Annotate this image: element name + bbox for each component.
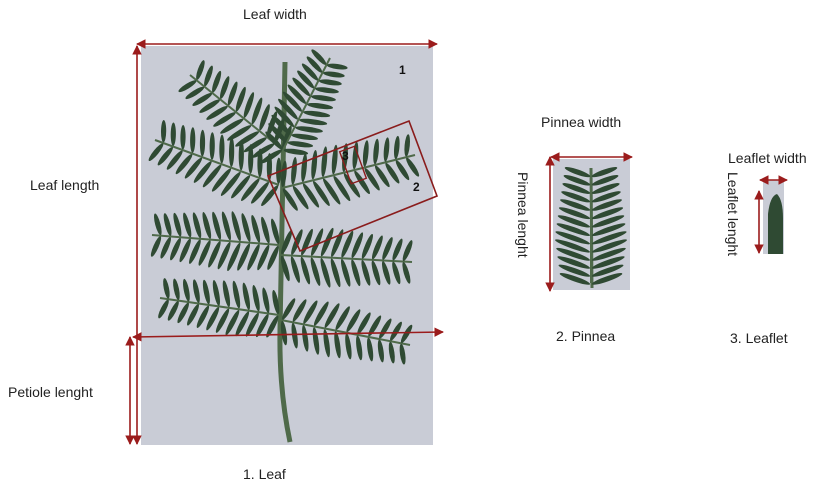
leaflet [401,239,414,262]
pinna-stem [281,255,412,262]
marker-2: 2 [413,180,420,194]
leaflet [344,333,353,360]
leaflet [319,78,342,86]
leaflet [200,130,206,157]
leaflet [380,260,392,285]
leaflet [355,335,364,360]
leaflet [220,211,233,241]
leaflet [290,323,299,349]
leaflet [399,324,414,345]
leaflet [202,65,214,87]
leaflet [269,218,281,245]
leaflet [210,211,222,240]
leaflet [388,320,403,341]
pinnea-leaflets [554,165,628,286]
leaflet [191,212,203,239]
leaflet [383,137,390,162]
leaflet [219,170,242,197]
leaflet [229,174,252,200]
leaflet [380,236,394,261]
leaflet [404,134,411,157]
leaflet [201,211,213,239]
leaflet [286,83,308,106]
leaflet [323,70,345,78]
leaflet [372,139,380,165]
leaflet [327,63,348,71]
leaflet [209,132,215,160]
leaflet [319,257,333,288]
leaflet [240,213,253,243]
leaflet [299,256,312,285]
leaflet [219,135,225,164]
leaflet [291,133,318,142]
leaflet [241,282,252,310]
leaflet [192,279,202,304]
leaflet [172,212,183,237]
leaflet [370,260,382,286]
leaflet [309,257,322,287]
leaflet [301,325,310,352]
leaflet [210,70,223,93]
leaflet [366,337,375,361]
leaflet [289,256,302,284]
leaflet [201,279,211,305]
leaflet [171,122,176,145]
leaflet [251,285,261,312]
leaflet [349,259,362,287]
leaflet-shape [768,194,783,254]
leaflet [162,213,173,237]
leaflet [162,278,171,299]
leaflet [250,214,262,243]
leaflet [333,331,342,359]
leaflet [339,258,352,287]
leaflet [360,259,372,286]
leaflet [287,140,313,149]
leaflet [231,280,242,309]
leaflet [377,339,385,363]
leaflet [229,137,235,167]
leaflet [190,127,196,153]
leaflet [172,278,181,300]
marker-3: 3 [342,149,349,163]
leaflet [388,341,396,363]
leaflet [399,344,407,365]
leaflet [221,280,231,308]
leaflet [290,157,298,185]
leaflet [230,211,243,242]
leaflet [152,213,163,236]
leaflet [194,59,206,80]
leaflet [303,110,331,119]
leaflet [315,86,339,94]
leaflet [181,212,193,238]
leaflet [391,238,405,262]
leaflet [362,140,370,167]
leaflet [295,125,323,134]
leaflet [261,287,271,313]
leaflet [211,280,221,307]
leaflet [299,117,328,126]
leaflet [320,146,328,177]
leaflet [311,94,336,103]
leaflet [161,120,166,142]
leaflet [401,261,412,284]
leaflet [182,278,192,302]
leaflet [307,102,334,111]
leaflet [311,327,320,355]
leaflet [329,258,342,288]
leaflet [393,136,400,160]
leaflet [391,261,403,285]
leaflet [300,153,308,182]
leaflet [310,150,318,180]
leaflet [259,216,271,244]
leaflet [180,125,185,149]
marker-1: 1 [399,63,406,77]
